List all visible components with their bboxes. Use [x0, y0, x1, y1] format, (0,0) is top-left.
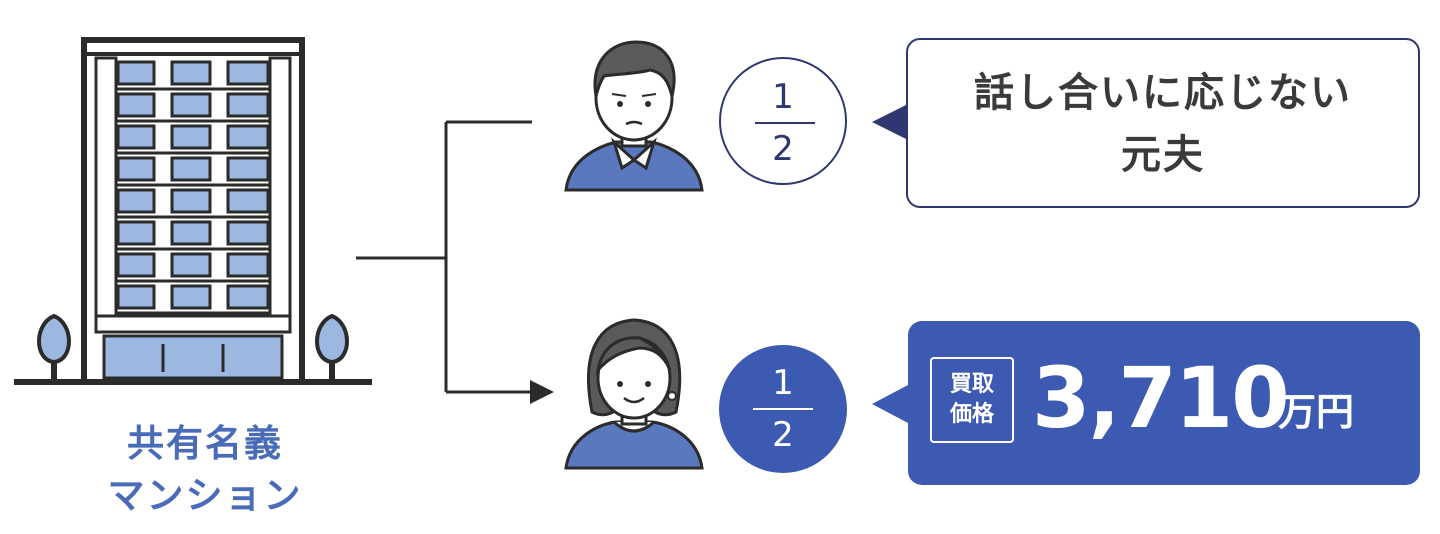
share-fraction-2: 1 2	[719, 345, 847, 473]
building-window	[170, 92, 212, 118]
bubble-tail-2	[872, 384, 910, 424]
price-unit: 万円	[1278, 390, 1355, 434]
statement-line-1: 話し合いに応じない	[974, 70, 1352, 116]
fraction-bar	[755, 122, 815, 124]
denominator: 2	[772, 129, 794, 169]
caption-line-2: マンション	[107, 474, 303, 517]
building-window	[226, 188, 270, 214]
building-window	[116, 124, 156, 150]
tag-line-2: 価格	[949, 402, 994, 427]
tree-icon	[37, 313, 71, 380]
speech-bubble-ex-husband: 話し合いに応じない 元夫	[906, 38, 1420, 208]
tree-icon	[315, 313, 349, 380]
speech-bubble-price: 買取 価格 3,710 万円	[908, 321, 1420, 485]
arrow-icon	[530, 380, 554, 404]
connector-lines	[356, 120, 532, 394]
building-window	[170, 156, 212, 182]
building-window	[116, 252, 156, 278]
building-window	[170, 284, 212, 310]
building-window	[226, 156, 270, 182]
building-window	[226, 124, 270, 150]
building-window	[116, 220, 156, 246]
building-window	[226, 220, 270, 246]
bubble-tail-1	[872, 104, 908, 140]
building-window	[116, 188, 156, 214]
building-window	[226, 60, 270, 86]
woman-avatar-icon	[564, 318, 704, 470]
building-window	[116, 92, 156, 118]
building-window	[170, 60, 212, 86]
price-tag: 買取 価格	[930, 357, 1014, 443]
numerator: 1	[772, 77, 794, 117]
man-avatar-icon	[564, 40, 704, 192]
building-window	[170, 252, 212, 278]
tag-line-1: 買取	[949, 372, 994, 397]
building-window	[116, 156, 156, 182]
building-window	[170, 220, 212, 246]
building-window	[226, 284, 270, 310]
fraction-bar	[753, 408, 813, 410]
building-window	[170, 188, 212, 214]
building-window	[116, 284, 156, 310]
price-value: 3,710	[1032, 349, 1290, 447]
denominator: 2	[772, 415, 794, 455]
building-window	[170, 124, 212, 150]
share-fraction-1: 1 2	[719, 57, 847, 185]
building-icon	[81, 37, 305, 385]
building-window	[226, 92, 270, 118]
caption-line-1: 共有名義	[127, 422, 283, 465]
building-window	[226, 252, 270, 278]
numerator: 1	[772, 363, 794, 403]
building-caption: 共有名義 マンション	[40, 418, 370, 522]
building-window	[116, 60, 156, 86]
statement-line-2: 元夫	[1121, 132, 1205, 178]
